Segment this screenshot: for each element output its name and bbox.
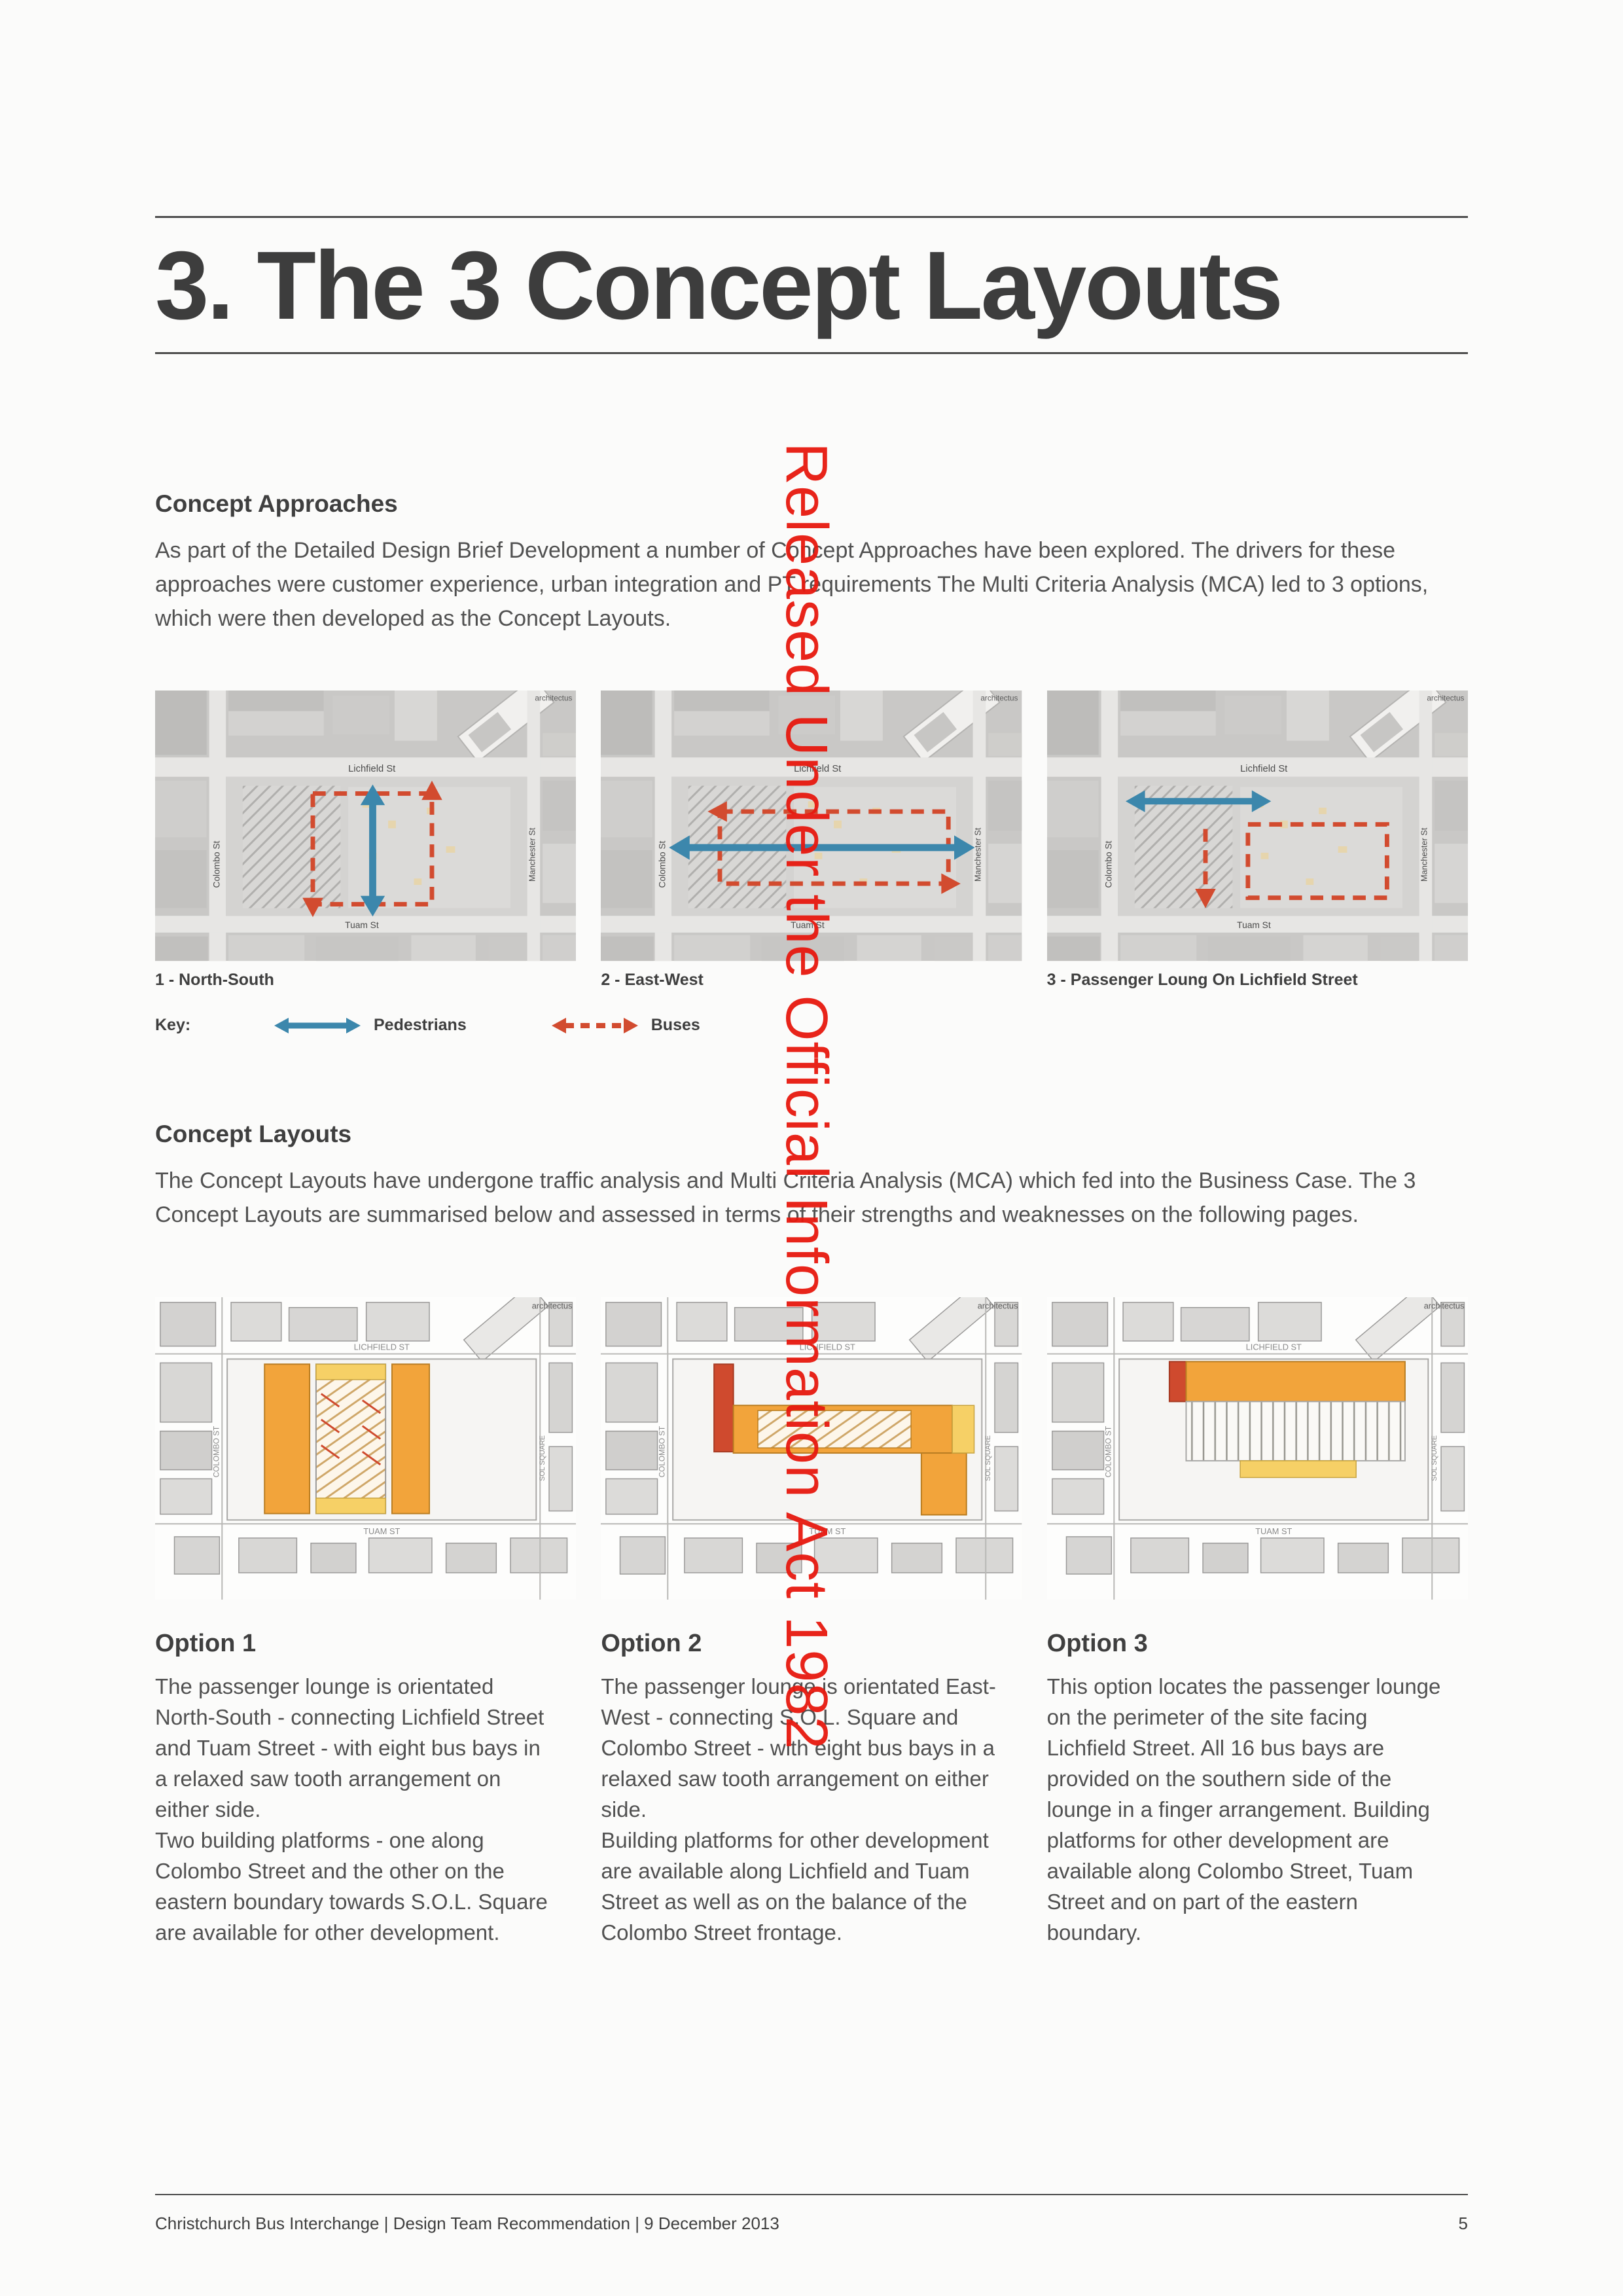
layout-map-option2: [601, 1297, 1022, 1600]
divider-top: [155, 216, 1468, 218]
option2-lounge-plan: [713, 1363, 975, 1515]
bus-route-loop: [707, 801, 961, 895]
layout-map-option1: [155, 1297, 577, 1600]
layout-map-option3: [1046, 1297, 1468, 1600]
divider-under-title: [155, 352, 1468, 355]
option-3-column: Option 3 This option locates the passeng…: [1047, 1630, 1468, 1948]
approach-map-east-west: 2 - East-West: [601, 691, 1022, 989]
section-concept-layouts: Concept Layouts The Concept Layouts have…: [155, 1121, 1468, 1948]
layout-maps-row: [155, 1297, 1468, 1600]
concept-approaches-body: As part of the Detailed Design Brief Dev…: [155, 538, 1429, 632]
map-caption: 1 - North-South: [155, 970, 274, 989]
approach-map-lichfield-lounge: 3 - Passenger Loung On Lichfield Street: [1046, 691, 1468, 989]
option-1-body: The passenger lounge is orientated North…: [155, 1674, 548, 1945]
pedestrians-arrow-icon: [274, 1017, 361, 1033]
approach-map-lichfield-lounge-graphic: [1046, 691, 1468, 961]
option-3-heading: Option 3: [1046, 1629, 1148, 1657]
option-2-heading: Option 2: [601, 1629, 702, 1657]
option1-lounge-plan: [264, 1363, 431, 1515]
options-row: Option 1 The passenger lounge is orienta…: [155, 1630, 1468, 1948]
pedestrian-arrow: [360, 785, 385, 917]
map-caption: 2 - East-West: [601, 970, 704, 989]
layout-map-option3-graphic: [1046, 1297, 1468, 1600]
concept-layouts-body: The Concept Layouts have undergone traff…: [155, 1168, 1416, 1227]
approach-map-north-south: 1 - North-South: [155, 691, 577, 989]
layout-map-option2-graphic: [601, 1297, 1022, 1600]
footer-page-number: 5: [1458, 2214, 1468, 2233]
concept-approaches-heading: Concept Approaches: [155, 490, 398, 518]
layout-map-option1-graphic: [155, 1297, 577, 1600]
bus-route-loop: [1194, 822, 1389, 908]
option-2-body: The passenger lounge is orientated East-…: [601, 1674, 996, 1945]
key-pedestrians-label: Pedestrians: [374, 1016, 467, 1035]
page-footer: Christchurch Bus Interchange | Design Te…: [155, 2194, 1468, 2234]
key-label: Key:: [155, 1016, 191, 1035]
option-1-column: Option 1 The passenger lounge is orienta…: [155, 1630, 576, 1948]
page-title: 3. The 3 Concept Layouts: [155, 232, 1283, 340]
pedestrian-arrow: [669, 835, 975, 861]
watermark: Released Under the Official Information …: [774, 442, 839, 1750]
pedestrian-arrow: [1125, 790, 1271, 813]
option-3-body: This option locates the passenger lounge…: [1046, 1674, 1441, 1945]
footer-document-title: Christchurch Bus Interchange | Design Te…: [155, 2214, 779, 2233]
key-buses-label: Buses: [651, 1016, 700, 1035]
section-concept-approaches: Concept Approaches As part of the Detail…: [155, 490, 1468, 1036]
bus-route-loop: [302, 781, 442, 918]
option-1-heading: Option 1: [155, 1629, 257, 1657]
map-key: Key: Pedestrians Buses: [155, 1014, 1468, 1037]
approach-map-east-west-graphic: [601, 691, 1022, 961]
approach-maps-row: 1 - North-South: [155, 691, 1468, 989]
concept-layouts-heading: Concept Layouts: [155, 1120, 352, 1147]
map-caption: 3 - Passenger Loung On Lichfield Street: [1046, 970, 1358, 989]
approach-map-north-south-graphic: [155, 691, 577, 961]
option-2-column: Option 2 The passenger lounge is orienta…: [601, 1630, 1022, 1948]
page-content: 3. The 3 Concept Layouts Concept Approac…: [0, 216, 1623, 1948]
buses-arrow-icon: [551, 1017, 638, 1033]
option3-lounge-plan: [1168, 1360, 1406, 1478]
